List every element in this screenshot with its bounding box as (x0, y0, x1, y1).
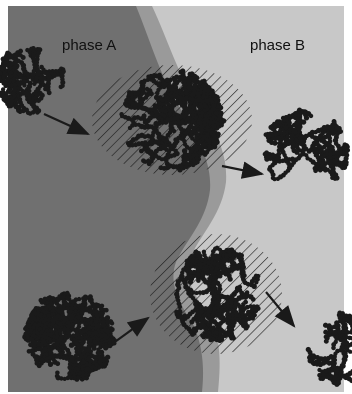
polymer-coil-top-center (119, 68, 227, 173)
arrow-icon (111, 316, 150, 345)
arrow-icon (43, 112, 91, 136)
polymer-coil-top-right (262, 107, 351, 182)
polymer-coil-bottom-left (22, 290, 117, 382)
polymer-coil-bottom-center (174, 245, 261, 344)
arrow-icon (265, 291, 296, 328)
arrow-icon (221, 161, 265, 179)
polymer-coil-bottom-right (305, 310, 352, 387)
phase-a-label: phase A (62, 37, 116, 54)
phase-b-label: phase B (250, 37, 305, 54)
polymer-coil-top-left (0, 46, 66, 116)
